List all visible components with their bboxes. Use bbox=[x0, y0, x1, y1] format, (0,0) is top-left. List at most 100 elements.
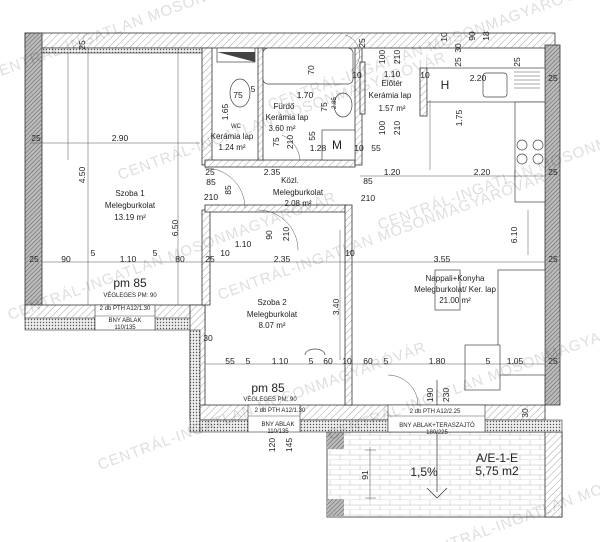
svg-text:75: 75 bbox=[319, 102, 329, 112]
sofa bbox=[497, 269, 546, 376]
svg-text:1.05: 1.05 bbox=[507, 356, 524, 366]
hood-label: H bbox=[441, 78, 450, 92]
svg-text:5: 5 bbox=[486, 356, 491, 366]
washing-machine-icon bbox=[321, 129, 356, 161]
washbasin-icon bbox=[333, 92, 353, 118]
dimensions-wc: 75 5 1.65 bbox=[220, 84, 256, 120]
svg-text:85: 85 bbox=[206, 177, 216, 187]
svg-text:55: 55 bbox=[371, 143, 381, 153]
svg-text:5,75 m2: 5,75 m2 bbox=[475, 464, 519, 478]
svg-text:2 db PTH A12/1.30: 2 db PTH A12/1.30 bbox=[255, 408, 306, 414]
svg-text:210: 210 bbox=[281, 227, 291, 241]
svg-text:210: 210 bbox=[285, 135, 295, 149]
window-2-labels: pm 85 VÉGLEGES PM: 90 2 db PTH A12/1.30 … bbox=[243, 381, 306, 452]
svg-text:85: 85 bbox=[223, 185, 233, 195]
svg-text:100: 100 bbox=[377, 50, 387, 64]
svg-text:120: 120 bbox=[267, 438, 277, 452]
svg-text:90: 90 bbox=[264, 230, 274, 240]
room-nappali: Nappali+Konyha Melegburkolat/ Ker. lap 2… bbox=[414, 274, 496, 305]
svg-text:25: 25 bbox=[548, 356, 558, 366]
room-szoba1: Szoba 1 Melegburkolat 13.19 m² bbox=[105, 189, 156, 222]
svg-text:25: 25 bbox=[205, 254, 215, 264]
room-furdo: Fürdő Kerámia lap 3.60 m² bbox=[266, 102, 309, 133]
svg-text:Előtér: Előtér bbox=[382, 79, 403, 88]
dimensions-hall: 25 85 210 85 2.35 85 210 1.20 2.20 25 bbox=[204, 167, 558, 203]
svg-text:5: 5 bbox=[251, 84, 256, 94]
svg-text:2.35: 2.35 bbox=[264, 167, 281, 177]
dimensions-row1: 25 90 5 1.10 5 80 25 10 2.35 10 3.55 25 bbox=[29, 248, 558, 264]
sink-icon bbox=[482, 72, 508, 98]
dimensions-entry: 100 210 1.10 100 210 10 10 10 55 bbox=[352, 50, 430, 153]
svg-text:10: 10 bbox=[220, 248, 230, 258]
table bbox=[434, 269, 461, 311]
svg-text:25: 25 bbox=[512, 57, 522, 67]
svg-text:5: 5 bbox=[384, 356, 389, 366]
svg-text:90: 90 bbox=[467, 31, 477, 41]
svg-text:VÉGLEGES PM: 90: VÉGLEGES PM: 90 bbox=[103, 292, 157, 299]
svg-text:pm 85: pm 85 bbox=[251, 381, 285, 395]
svg-text:A/E-1-E: A/E-1-E bbox=[476, 451, 518, 465]
svg-text:1.20: 1.20 bbox=[384, 167, 401, 177]
column bbox=[327, 499, 344, 516]
svg-text:25: 25 bbox=[453, 57, 463, 67]
svg-text:10: 10 bbox=[342, 356, 352, 366]
svg-text:90: 90 bbox=[61, 254, 71, 264]
svg-text:25: 25 bbox=[31, 133, 41, 143]
svg-text:6.50: 6.50 bbox=[170, 219, 180, 236]
svg-text:1.24 m²: 1.24 m² bbox=[218, 143, 245, 152]
svg-text:5: 5 bbox=[309, 356, 314, 366]
svg-text:10: 10 bbox=[352, 70, 362, 80]
room-szoba2: Szoba 2 Melegburkolat 8.07 m² bbox=[247, 298, 298, 330]
svg-text:100: 100 bbox=[377, 121, 387, 135]
svg-text:1.57 m²: 1.57 m² bbox=[378, 104, 405, 113]
svg-text:110/135: 110/135 bbox=[267, 429, 289, 435]
svg-text:2.35: 2.35 bbox=[274, 254, 291, 264]
svg-text:210: 210 bbox=[361, 193, 375, 203]
svg-text:1.70: 1.70 bbox=[297, 90, 314, 100]
svg-text:3.60 m²: 3.60 m² bbox=[268, 124, 295, 133]
terrace-door-swing bbox=[387, 374, 419, 406]
svg-text:VÉGLEGES PM: 90: VÉGLEGES PM: 90 bbox=[243, 396, 297, 403]
dimensions-szoba2: 1.10 90 210 3.40 30 bbox=[203, 227, 341, 343]
room-terrace: A/E-1-E 5,75 m2 1,5% bbox=[410, 451, 519, 479]
svg-text:Kerámia lap: Kerámia lap bbox=[369, 91, 412, 100]
svg-text:Kerámia lap: Kerámia lap bbox=[266, 113, 309, 122]
svg-text:1.75: 1.75 bbox=[454, 109, 464, 126]
dimensions-row2: 55 5 1.10 5 60 10 60 5 1.80 5 1.05 25 bbox=[225, 356, 558, 366]
svg-text:25: 25 bbox=[548, 73, 558, 83]
svg-text:2.08 m²: 2.08 m² bbox=[284, 199, 311, 208]
svg-text:6.10: 6.10 bbox=[509, 226, 519, 243]
svg-text:3.40: 3.40 bbox=[331, 298, 341, 315]
svg-text:10: 10 bbox=[439, 32, 449, 42]
svg-text:10: 10 bbox=[345, 248, 355, 258]
svg-text:60: 60 bbox=[323, 356, 333, 366]
window-1-labels: pm 85 VÉGLEGES PM: 90 2 db PTH A12/1.30 … bbox=[100, 276, 158, 331]
room-eloter: Előtér Kerámia lap 1.57 m² bbox=[369, 79, 412, 113]
svg-text:210: 210 bbox=[204, 192, 218, 202]
dimensions-szoba1: 25 2.90 4.50 6.50 bbox=[31, 133, 180, 236]
svg-text:pm 85: pm 85 bbox=[113, 276, 147, 290]
svg-text:75: 75 bbox=[233, 90, 243, 100]
svg-text:55: 55 bbox=[307, 131, 317, 141]
svg-text:1.10: 1.10 bbox=[235, 239, 252, 249]
svg-text:Melegburkolat/ Ker. lap: Melegburkolat/ Ker. lap bbox=[414, 285, 496, 294]
svg-text:5: 5 bbox=[91, 248, 96, 258]
svg-text:60: 60 bbox=[363, 356, 373, 366]
svg-text:70: 70 bbox=[306, 65, 316, 75]
svg-text:10: 10 bbox=[420, 70, 430, 80]
svg-text:55: 55 bbox=[225, 356, 235, 366]
svg-text:180/225: 180/225 bbox=[426, 430, 448, 436]
svg-text:1.10: 1.10 bbox=[120, 254, 137, 264]
svg-text:85: 85 bbox=[363, 176, 373, 186]
svg-text:1,5%: 1,5% bbox=[410, 465, 438, 479]
door-swings bbox=[204, 34, 360, 251]
svg-text:25: 25 bbox=[548, 254, 558, 264]
svg-text:210: 210 bbox=[392, 50, 402, 64]
svg-text:25: 25 bbox=[29, 254, 39, 264]
svg-text:10: 10 bbox=[354, 143, 364, 153]
svg-text:Melegburkolat: Melegburkolat bbox=[105, 201, 156, 210]
svg-text:8.07 m²: 8.07 m² bbox=[258, 321, 285, 330]
svg-text:Szoba 1: Szoba 1 bbox=[115, 189, 145, 198]
svg-text:21.00 m²: 21.00 m² bbox=[439, 296, 471, 305]
